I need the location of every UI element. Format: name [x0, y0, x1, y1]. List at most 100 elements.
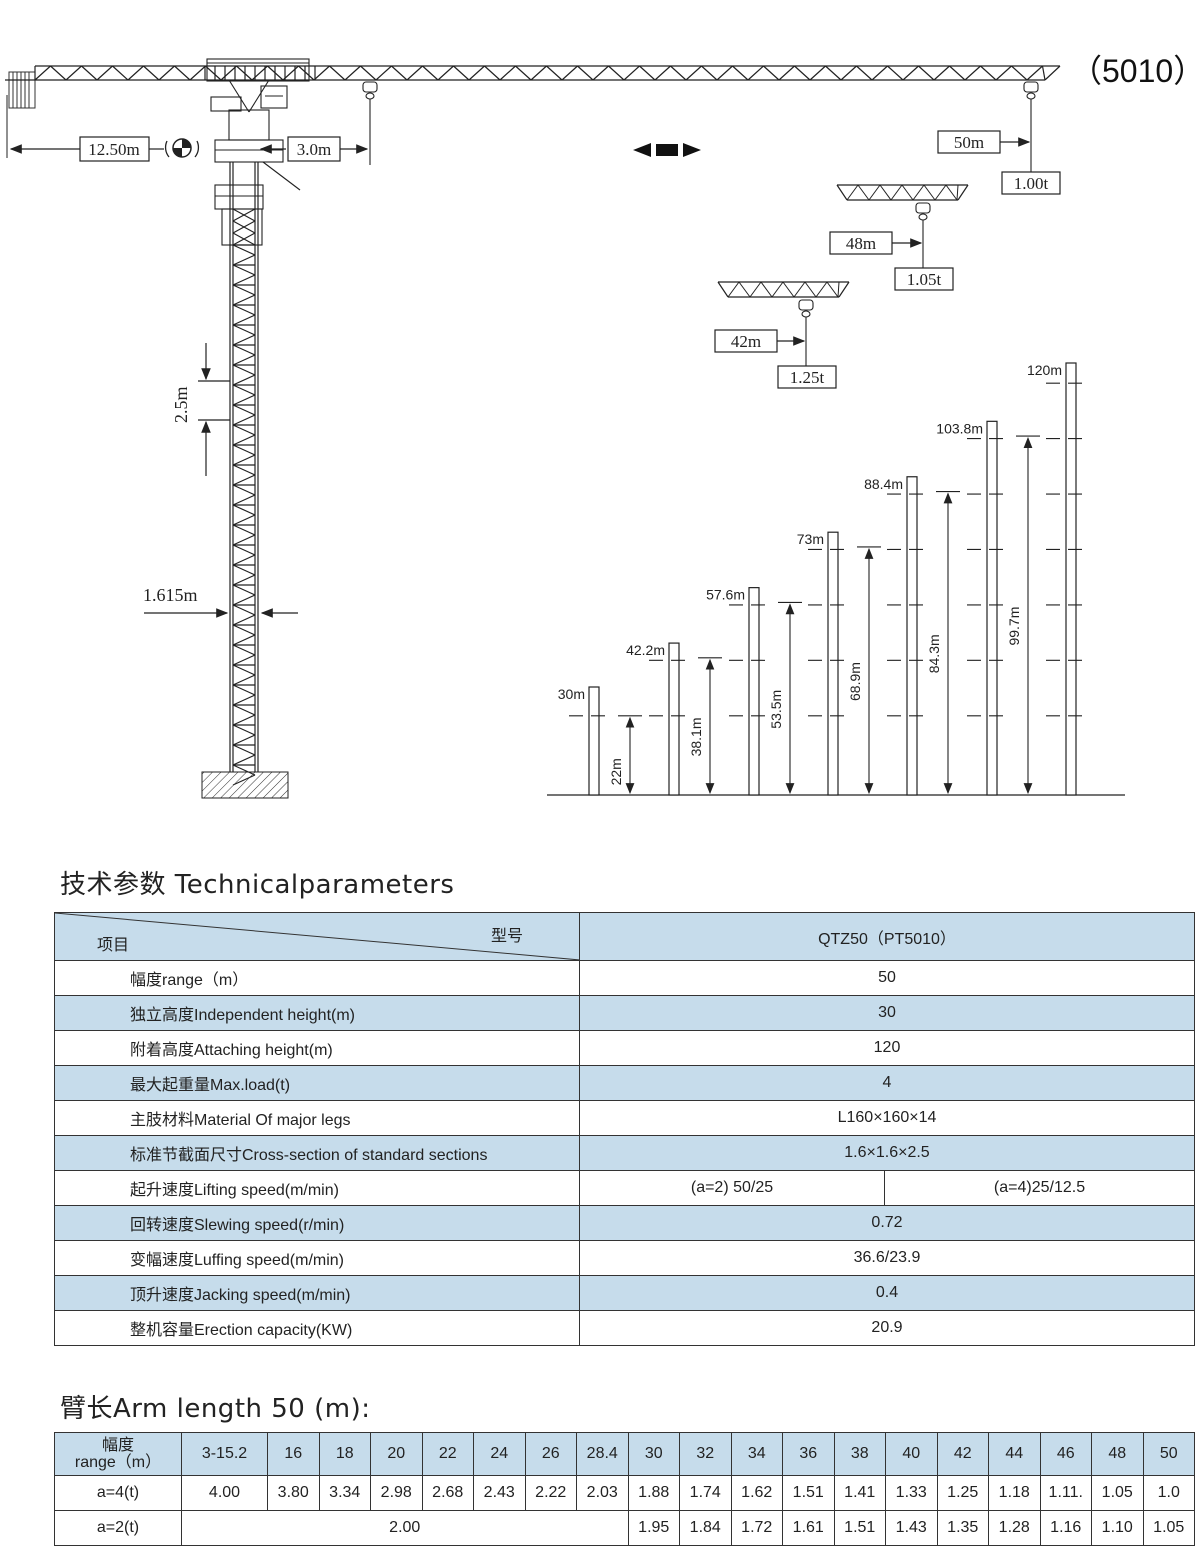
row-label: 顶升速度Jacking speed(m/min)	[54, 1275, 580, 1311]
header-model-label: 型号	[490, 928, 523, 945]
range-cell: 24	[473, 1432, 526, 1476]
row-value-a2: (a=2) 50/25	[579, 1170, 885, 1206]
jib-radius: 48m	[846, 234, 876, 253]
section-height: 2.5m	[171, 386, 191, 423]
arm-length-heading: 臂长Arm length 50 (m):	[60, 1394, 371, 1424]
range-cell: 42	[936, 1432, 989, 1476]
table-row: 独立高度Independent height(m)30	[54, 995, 1195, 1031]
range-cell: 50	[1142, 1432, 1195, 1476]
range-cell: 38	[833, 1432, 886, 1476]
a2-cell: 1.16	[1039, 1510, 1092, 1546]
a2-cell: 1.35	[936, 1510, 989, 1546]
table-row: 顶升速度Jacking speed(m/min)0.4	[54, 1275, 1195, 1311]
a4-cell: 1.62	[730, 1475, 783, 1511]
trolley-hook-far	[1023, 81, 1039, 172]
trolley-direction-icon	[633, 143, 701, 157]
range-cell: 28.4	[576, 1432, 629, 1476]
table-row: 最大起重量Max.load(t)4	[54, 1065, 1195, 1101]
table-row: 变幅速度Luffing speed(m/min)36.6/23.9	[54, 1240, 1195, 1276]
a2-label: a=2(t)	[54, 1510, 182, 1546]
range-cell: 40	[885, 1432, 938, 1476]
a2-cell: 1.51	[833, 1510, 886, 1546]
a4-cell: 1.74	[679, 1475, 732, 1511]
row-label: 幅度range（m）	[54, 960, 580, 996]
column-height-label: 57.6m	[706, 587, 745, 603]
column-anchor-label: 84.3m	[926, 634, 942, 673]
range-cell: 16	[267, 1432, 320, 1476]
range-cell: 26	[524, 1432, 577, 1476]
table-row: 回转速度Slewing speed(r/min)0.72	[54, 1205, 1195, 1241]
jib-option-1: 50m 1.00t	[937, 130, 1061, 195]
section-height-dimension	[198, 343, 230, 476]
column-anchor-label: 38.1m	[688, 717, 704, 756]
range-cell: 3-15.2	[181, 1432, 268, 1476]
column-height-label: 103.8m	[936, 420, 983, 436]
header-model-value: QTZ50（PT5010）	[579, 912, 1195, 961]
jib-radius: 50m	[954, 133, 984, 152]
a2-flat-value: 2.00	[181, 1510, 629, 1546]
a2-cell: 1.61	[782, 1510, 835, 1546]
a4-cell: 2.03	[576, 1475, 629, 1511]
range-label-cn: 幅度	[101, 1437, 134, 1454]
range-cell: 46	[1039, 1432, 1092, 1476]
column-height-label: 120m	[1027, 362, 1062, 378]
a4-cell: 1.41	[833, 1475, 886, 1511]
row-label: 回转速度Slewing speed(r/min)	[54, 1205, 580, 1241]
jib-option-3: 42m 1.25t	[714, 281, 850, 389]
column-anchor-label: 99.7m	[1006, 607, 1022, 646]
row-value: 36.6/23.9	[579, 1240, 1195, 1276]
row-label: 起升速度Lifting speed(m/min)	[54, 1170, 580, 1206]
jib-load: 1.00t	[1014, 174, 1049, 193]
jib-load: 1.25t	[790, 368, 825, 387]
table-row: 附着高度Attaching height(m)120	[54, 1030, 1195, 1066]
counterweight	[8, 71, 36, 109]
height-columns: 30m 22m 42.2m 38.1m 57.6m 53.5m 73m68.9m88.4m8…	[547, 362, 1125, 796]
row-label: 独立高度Independent height(m)	[54, 995, 580, 1031]
jib-radius: 42m	[731, 332, 761, 351]
a2-cell: 1.95	[627, 1510, 680, 1546]
range-cell: 18	[318, 1432, 371, 1476]
tower-head	[206, 58, 310, 246]
range-cell: 36	[782, 1432, 835, 1476]
column-height-label: 73m	[797, 531, 824, 547]
a4-cell: 1.11.	[1039, 1475, 1092, 1511]
column-height-label: 30m	[558, 686, 585, 702]
range-cell: 22	[421, 1432, 474, 1476]
table-row: 标准节截面尺寸Cross-section of standard section…	[54, 1135, 1195, 1171]
height-column-1: 30m 22m	[558, 686, 642, 796]
trolley-hook-near	[362, 81, 378, 165]
range-header: 幅度 range（m）	[54, 1432, 182, 1476]
row-value: 0.4	[579, 1275, 1195, 1311]
a4-label: a=4(t)	[54, 1475, 182, 1511]
row-value: L160×160×14	[579, 1100, 1195, 1136]
a4-cell: 2.43	[473, 1475, 526, 1511]
height-column-6: 103.8m 99.7m	[936, 420, 1040, 796]
column-height-label: 42.2m	[626, 642, 665, 658]
row-label: 附着高度Attaching height(m)	[54, 1030, 580, 1066]
a4-cell: 1.0	[1142, 1475, 1195, 1511]
row-value: 4	[579, 1065, 1195, 1101]
table-row: 起升速度Lifting speed(m/min)(a=2) 50/25(a=4)…	[54, 1170, 1195, 1206]
range-cell: 44	[988, 1432, 1041, 1476]
a4-cell: 1.51	[782, 1475, 835, 1511]
header-item: 项目	[97, 937, 130, 954]
column-anchor-label: 22m	[608, 758, 624, 785]
height-column-2: 42.2m 38.1m	[626, 642, 722, 796]
row-value: 50	[579, 960, 1195, 996]
column-anchor-label: 53.5m	[768, 690, 784, 729]
row-label: 标准节截面尺寸Cross-section of standard section…	[54, 1135, 580, 1171]
row-value: 20.9	[579, 1310, 1195, 1346]
tower-offset: 3.0m	[297, 140, 331, 159]
row-value: 1.6×1.6×2.5	[579, 1135, 1195, 1171]
crane-diagram: 12.50m 3.0m （5010） 2.5m 1.615m 50m1.00t4…	[5, 53, 1200, 799]
a2-cell: 1.28	[988, 1510, 1041, 1546]
a2-cell: 1.84	[679, 1510, 732, 1546]
a4-cell: 3.80	[267, 1475, 320, 1511]
